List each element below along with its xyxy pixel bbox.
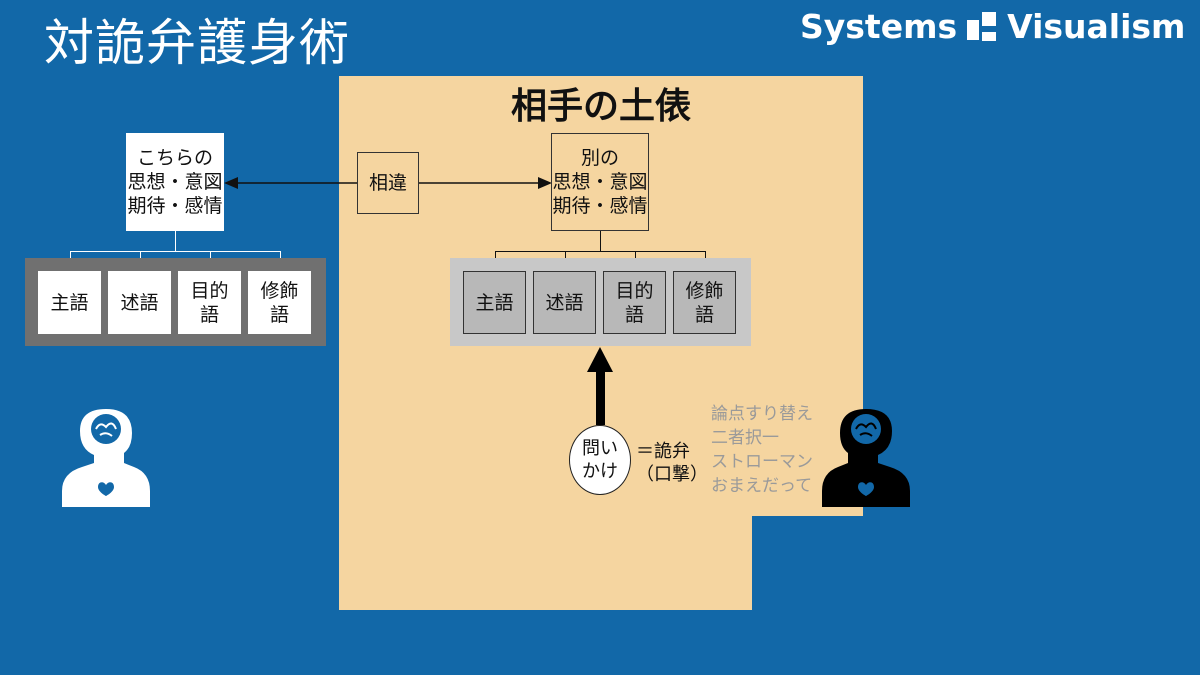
self-part-predicate: 述語 — [108, 271, 171, 334]
self-part-subject: 主語 — [38, 271, 101, 334]
other-thought-box: 別の 思想・意図 期待・感情 — [551, 133, 649, 231]
self-person-icon — [62, 409, 150, 507]
arrowhead-right — [538, 177, 552, 189]
brain-icon — [91, 414, 121, 444]
brand-name-left: Systems — [800, 6, 958, 46]
question-circle: 問い かけ — [569, 425, 631, 495]
tactic-item: おまえだって — [711, 476, 813, 496]
opponent-person-icon — [822, 409, 910, 507]
systems-visualism-logo-icon — [967, 10, 999, 42]
brand-logo: Systems Visualism — [800, 6, 1185, 46]
arrowhead-left — [224, 177, 238, 189]
self-part-object: 目的 語 — [178, 271, 241, 334]
brand-name-right: Visualism — [1007, 6, 1186, 46]
other-tree-bar — [495, 251, 706, 252]
panel-cutout — [752, 516, 864, 612]
tactics-list: 論点すり替え 二者択一 ストローマン おまえだって — [711, 402, 813, 498]
other-part-object: 目的 語 — [603, 271, 666, 334]
tactic-item: 論点すり替え — [711, 404, 813, 424]
slide-title: 対詭弁護身術 — [44, 14, 350, 72]
other-tree-stem — [600, 231, 601, 251]
arena-title: 相手の土俵 — [510, 86, 691, 127]
other-part-subject: 主語 — [463, 271, 526, 334]
brain-icon — [851, 414, 881, 444]
heart-icon — [98, 482, 114, 496]
self-thought-box: こちらの 思想・意図 期待・感情 — [126, 133, 224, 231]
heart-icon — [858, 482, 874, 496]
tactic-item: 二者択一 — [711, 428, 779, 448]
other-part-predicate: 述語 — [533, 271, 596, 334]
self-part-modifier: 修飾 語 — [248, 271, 311, 334]
self-tree-stem — [175, 231, 176, 251]
sophistry-label: ＝詭弁 （口撃） — [636, 441, 708, 485]
tactic-item: ストローマン — [711, 452, 813, 472]
question-arrowhead — [587, 347, 613, 372]
other-part-modifier: 修飾 語 — [673, 271, 736, 334]
question-arrow-shaft — [596, 370, 605, 425]
self-tree-bar — [70, 251, 281, 252]
difference-box: 相違 — [357, 152, 419, 214]
